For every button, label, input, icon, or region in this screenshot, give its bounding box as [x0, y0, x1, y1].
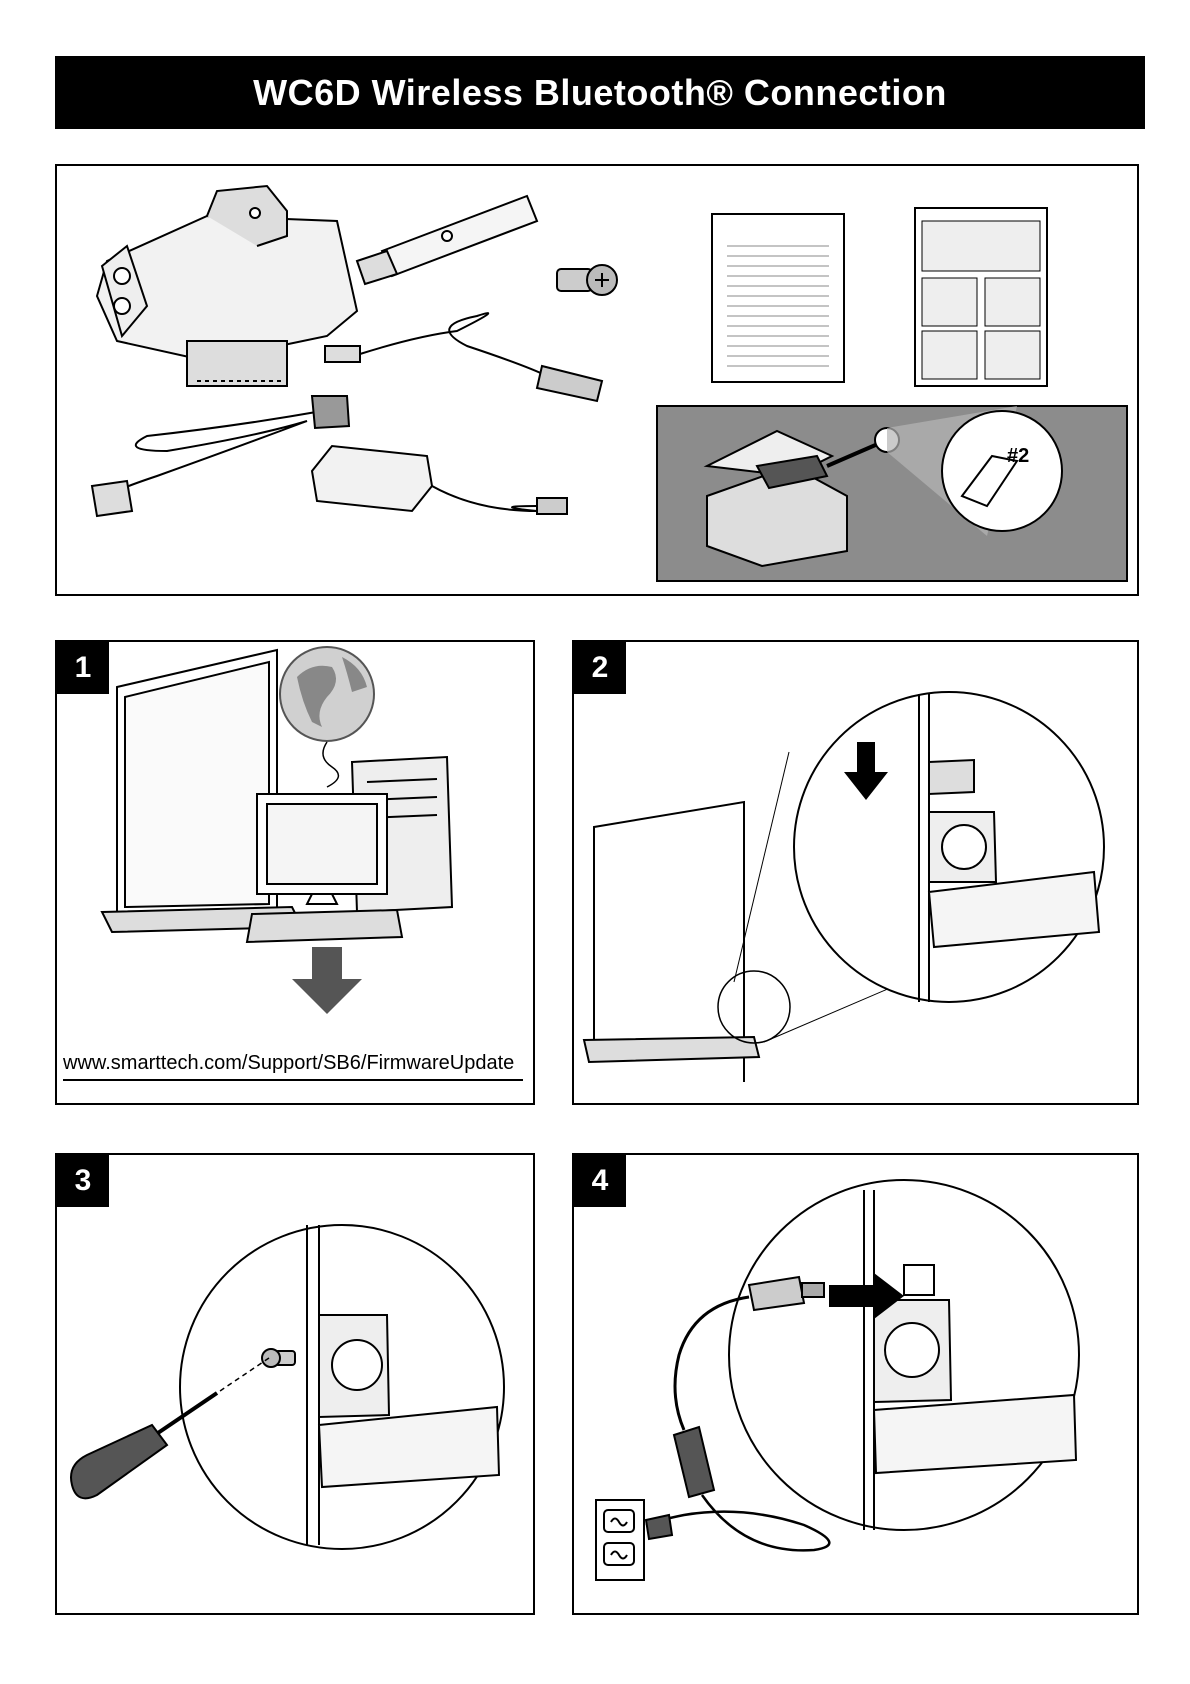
step-1-illustration	[57, 642, 535, 1105]
bluetooth-module-illustration	[97, 186, 357, 386]
power-cord-illustration	[92, 396, 349, 516]
step-3-number: 3	[57, 1155, 109, 1207]
usb-dongle-illustration	[357, 196, 537, 284]
power-adapter-illustration	[674, 1427, 714, 1497]
step-2-number: 2	[574, 642, 626, 694]
step-4-panel: 4	[572, 1153, 1139, 1615]
title-bar: WC6D Wireless Bluetooth® Connection	[55, 56, 1145, 129]
kit-contents-panel: #2	[55, 164, 1139, 596]
power-outlet-icon	[596, 1500, 644, 1580]
power-plug	[646, 1515, 672, 1539]
page-title: WC6D Wireless Bluetooth® Connection	[253, 72, 947, 114]
step-1-panel: 1 www.smarttech.com/Support/SB6/Firmware…	[55, 640, 535, 1105]
usb-extension-cable-illustration	[325, 313, 602, 401]
url-underline	[63, 1079, 523, 1081]
kit-contents-illustration: #2	[57, 166, 1139, 596]
step-1-number: 1	[57, 642, 109, 694]
step-3-illustration	[57, 1155, 535, 1615]
step-3-panel: 3	[55, 1153, 535, 1615]
whiteboard-small	[584, 802, 759, 1082]
screw-illustration	[557, 265, 617, 295]
firmware-update-url[interactable]: www.smarttech.com/Support/SB6/FirmwareUp…	[63, 1052, 514, 1075]
step-4-illustration	[574, 1155, 1139, 1615]
screwdriver-size-label: #2	[1007, 445, 1029, 467]
download-arrow-icon	[292, 947, 362, 1014]
power-adapter-illustration	[312, 446, 567, 514]
step-2-panel: 2	[572, 640, 1139, 1105]
screw-illustration	[262, 1349, 295, 1367]
step-2-illustration	[574, 642, 1139, 1105]
step-4-number: 4	[574, 1155, 626, 1207]
globe-icon	[280, 647, 374, 741]
